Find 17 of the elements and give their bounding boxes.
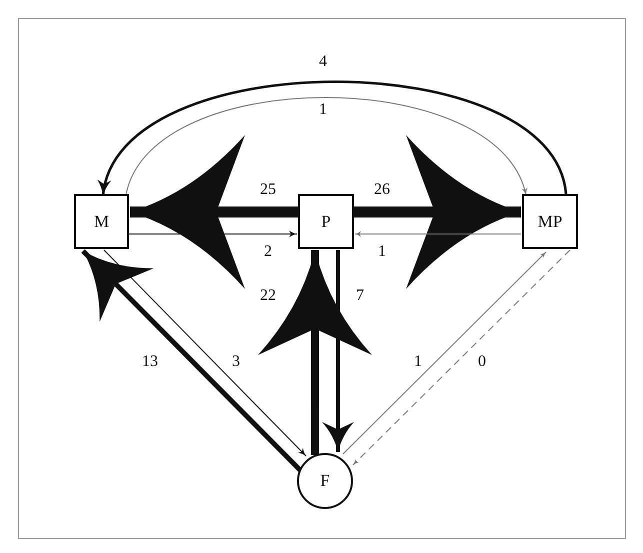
process-box [298,194,354,249]
process-box [522,194,578,249]
edge-label: 1 [378,244,386,260]
process-box [74,194,129,249]
node-label: P [321,212,331,232]
circle-node [297,453,353,509]
edge-label: 22 [260,288,276,304]
node-label: M [94,212,110,232]
edge-label: 1 [414,354,422,370]
edge-label: 0 [478,354,486,370]
edge-label: 13 [142,354,158,370]
edge-label: 2 [264,244,272,260]
edge-label: 4 [319,54,327,70]
edge-label: 3 [232,354,240,370]
node-label: F [320,471,330,491]
node-label: MP [538,212,562,232]
edge-label: 7 [356,288,364,304]
